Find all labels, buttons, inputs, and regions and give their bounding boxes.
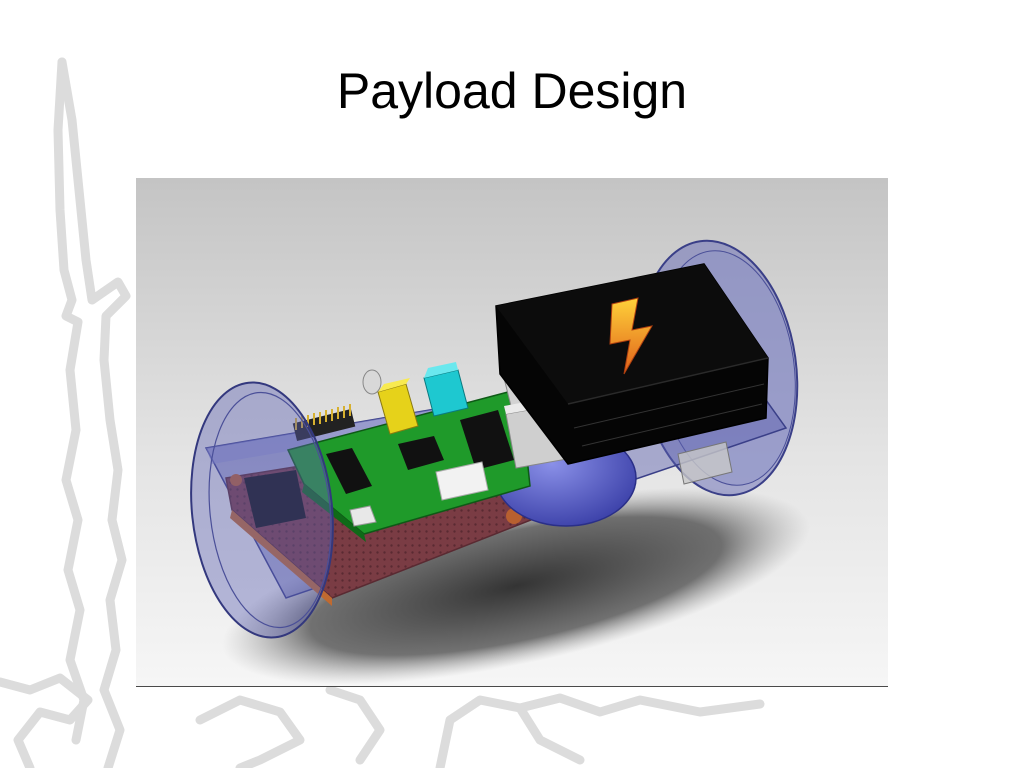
payload-cad-render [136, 178, 888, 686]
lightning-bolt-icon [609, 297, 653, 375]
slide-title: Payload Design [336, 63, 688, 119]
image-bottom-edge [136, 686, 888, 687]
